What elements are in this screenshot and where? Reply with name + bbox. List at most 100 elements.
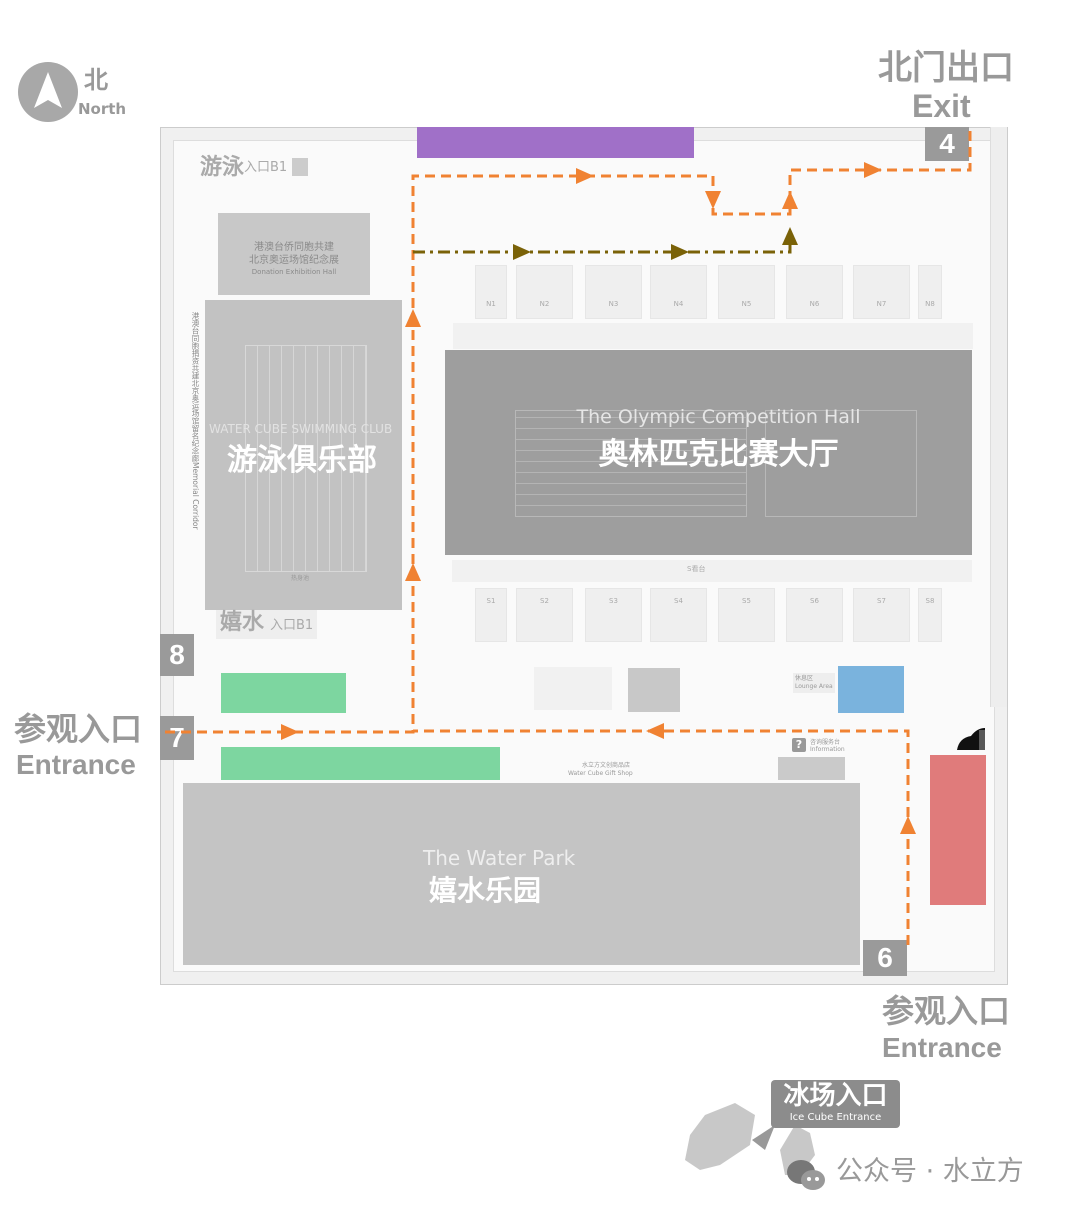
stand-s5: S5 <box>718 588 775 642</box>
donation-hall: 港澳台侨同胞共建 北京奥运场馆纪念展 Donation Exhibition H… <box>218 213 370 295</box>
exit-cn: 北门出口 <box>878 48 1014 88</box>
route-arrow-icon <box>782 227 798 245</box>
wechat-icon <box>785 1158 829 1196</box>
route-arrow-icon <box>646 723 664 739</box>
purple-zone <box>417 127 694 158</box>
stand-n2: N2 <box>516 265 573 319</box>
gate-8-badge: 8 <box>160 634 194 676</box>
green-zone-upper <box>221 673 346 713</box>
stand-label: N5 <box>741 300 752 308</box>
entrance-left-en: Entrance <box>16 749 136 780</box>
route-alt <box>413 230 792 254</box>
stand-label: N7 <box>876 300 887 308</box>
pool-label: 热身池 <box>291 575 310 582</box>
info-en: Information <box>810 746 845 753</box>
route-arrow-icon <box>864 162 882 178</box>
entrance-right-cn: 参观入口 <box>882 992 1011 1030</box>
gate-6-badge: 6 <box>863 940 907 976</box>
stand-s3: S3 <box>585 588 642 642</box>
red-zone <box>930 755 986 905</box>
stand-label: S3 <box>609 597 618 605</box>
stand-n4: N4 <box>650 265 707 319</box>
competition-pool <box>515 410 747 517</box>
stand-label: S1 <box>486 597 496 605</box>
ice-cube-en: Ice Cube Entrance <box>789 1112 882 1123</box>
donation-hall-cn2: 北京奥运场馆纪念展 <box>249 255 339 266</box>
info-cn: 咨询服务台 <box>810 739 841 746</box>
swimming-club: WATER CUBE SWIMMING CLUB 游泳俱乐部 热身池 <box>205 300 402 610</box>
ice-cube-entrance-sign: 冰场入口 Ice Cube Entrance <box>771 1080 900 1128</box>
water-park: The Water Park 嬉水乐园 <box>183 783 860 965</box>
water-park-cn: 嬉水乐园 <box>429 874 542 907</box>
compass-cn: 北 <box>84 66 108 94</box>
memorial-corridor-cn: 港澳台同胞捐资共建北京奥运场馆留名纪念廊 <box>191 312 200 462</box>
donation-hall-en: Donation Exhibition Hall <box>251 268 337 276</box>
warmup-pool <box>245 345 367 572</box>
stand-label: S6 <box>810 597 819 605</box>
route-arrow-icon <box>671 244 689 260</box>
route-arrow-icon <box>513 244 531 260</box>
route-arrow-icon <box>900 816 916 834</box>
blue-zone <box>838 666 904 713</box>
stand-n3: N3 <box>585 265 642 319</box>
gate-4-badge: 4 <box>925 127 969 161</box>
stand-label: N1 <box>486 300 496 308</box>
stair-block <box>292 158 308 176</box>
green-zone-lower <box>221 747 500 780</box>
route-arrow-icon <box>705 191 721 209</box>
stand-label: N6 <box>809 300 820 308</box>
stand-label: N4 <box>673 300 684 308</box>
ice-cube-cn: 冰场入口 <box>783 1081 888 1111</box>
stand-s8: S8 <box>918 588 942 642</box>
water-entrance-sub: 入口B1 <box>270 618 314 633</box>
stand-n5: N5 <box>718 265 775 319</box>
stand-s6: S6 <box>786 588 843 642</box>
stand-label: S4 <box>674 597 683 605</box>
watermark-text: 公众号 · 水立方 <box>836 1156 1024 1187</box>
stand-label: S5 <box>742 597 751 605</box>
route-arrow-icon <box>576 168 594 184</box>
memorial-corridor-en: Memorial Corridor <box>191 462 200 530</box>
gray-block <box>628 668 680 712</box>
route-east <box>413 729 910 945</box>
entrance-left-cn: 参观入口 <box>14 710 143 748</box>
south-stand-label: S看台 <box>687 565 706 573</box>
route-arrow-icon <box>281 724 299 740</box>
donation-hall-cn1: 港澳台侨同胞共建 <box>254 242 334 253</box>
olympic-hall-cn: 奥林匹克比赛大厅 <box>598 437 839 472</box>
water-entrance-cn: 嬉水 <box>220 610 265 635</box>
question-icon: ? <box>792 738 806 752</box>
stand-s1: S1 <box>475 588 507 642</box>
north-arrow-icon <box>18 62 78 122</box>
swimming-club-en: WATER CUBE SWIMMING CLUB <box>209 422 393 436</box>
gray-block-2 <box>778 757 845 780</box>
stand-n6: N6 <box>786 265 843 319</box>
stand-n8: N8 <box>918 265 942 319</box>
east-wing-outline <box>990 127 1007 707</box>
entrance-right-en: Entrance <box>882 1032 1002 1063</box>
diving-pool <box>765 410 917 517</box>
stand-label: N8 <box>925 300 935 308</box>
route-main <box>165 130 972 734</box>
north-concourse <box>453 323 973 349</box>
shop-block <box>534 667 612 710</box>
exit-en: Exit <box>912 88 971 124</box>
water-park-en: The Water Park <box>423 846 576 870</box>
stand-label: S2 <box>540 597 549 605</box>
stand-s2: S2 <box>516 588 573 642</box>
stand-n7: N7 <box>853 265 910 319</box>
stand-label: N2 <box>539 300 550 308</box>
olympic-competition-hall: The Olympic Competition Hall 奥林匹克比赛大厅 <box>445 350 972 555</box>
stand-s7: S7 <box>853 588 910 642</box>
south-stand-bar: S看台 <box>452 560 972 582</box>
olympic-hall-en: The Olympic Competition Hall <box>576 406 861 428</box>
swim-entrance-cn: 游泳 <box>200 155 245 180</box>
gate-7-badge: 7 <box>160 716 194 760</box>
stand-s4: S4 <box>650 588 707 642</box>
swim-entrance-label: 游泳入口B1 <box>200 155 287 182</box>
swim-entrance-sub: 入口B1 <box>244 160 288 175</box>
